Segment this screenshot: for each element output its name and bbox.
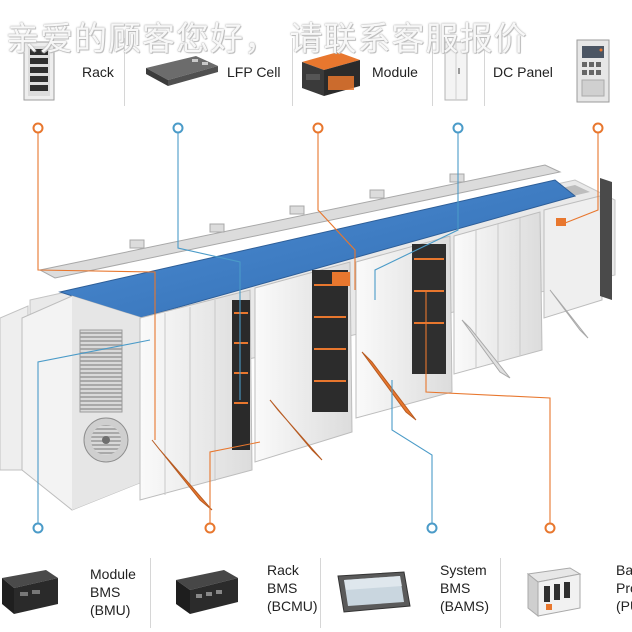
rack-group-2	[254, 261, 353, 463]
callout-marker	[172, 122, 184, 134]
callout-marker	[544, 522, 556, 534]
component-module: Module	[296, 0, 436, 108]
rack-group-3	[355, 235, 453, 421]
ceiling-cable-tray	[38, 164, 562, 279]
component-protection-unit: Ba Pro (PU	[510, 550, 632, 632]
lfp-cell-icon	[146, 56, 218, 86]
bcmu-board-icon	[176, 570, 238, 614]
callout-marker	[204, 522, 216, 534]
bottom-component-row: Module BMS (BMU) Rack BMS (BCMU) System …	[0, 550, 632, 632]
callout-marker	[452, 122, 464, 134]
component-label-system-bms-line1: System	[440, 562, 487, 578]
top-component-row: Rack LFP Cell Module	[0, 0, 632, 108]
divider	[484, 38, 485, 106]
divider	[432, 38, 433, 106]
callout-marker	[32, 122, 44, 134]
component-dc-panel: DC Panel	[488, 0, 632, 108]
component-label-dc-panel: DC Panel	[493, 64, 553, 80]
divider	[292, 38, 293, 106]
callout-markers	[32, 122, 604, 534]
dc-panel-icon	[576, 39, 610, 103]
cabinet-icon	[444, 41, 468, 101]
component-label-system-bms-line3: (BAMS)	[440, 598, 489, 614]
component-system-bms: System BMS (BAMS)	[330, 550, 500, 632]
bmu-board-icon	[2, 570, 58, 614]
rack-group-1	[139, 289, 253, 511]
component-lfp-cell: LFP Cell	[128, 0, 293, 108]
component-label-module-bms-line2: BMS	[90, 584, 121, 600]
divider	[124, 38, 125, 106]
component-label-protection-unit-line3: (PU	[616, 598, 632, 614]
component-cabinet	[436, 0, 486, 108]
callout-marker	[312, 122, 324, 134]
divider	[150, 558, 151, 628]
component-label-module-bms-line1: Module	[90, 566, 136, 582]
callout-marker	[32, 522, 44, 534]
component-label-rack-bms-line3: (BCMU)	[267, 598, 318, 614]
divider	[500, 558, 501, 628]
protection-unit-icon	[526, 567, 582, 618]
rack-group-4	[453, 211, 543, 379]
rack-cabinet-icon	[23, 41, 55, 101]
component-rack-bms: Rack BMS (BCMU)	[170, 550, 320, 632]
callout-lines	[37, 128, 599, 528]
component-label-system-bms-line2: BMS	[440, 580, 471, 596]
component-label-rack-bms-line1: Rack	[267, 562, 299, 578]
component-label-rack-bms-line2: BMS	[267, 580, 298, 596]
callout-marker	[592, 122, 604, 134]
rack-group-5	[543, 178, 612, 339]
component-rack: Rack	[0, 0, 120, 108]
component-label-lfp-cell: LFP Cell	[227, 64, 281, 80]
hvac-unit	[0, 295, 143, 511]
divider	[320, 558, 321, 628]
component-label-protection-unit-line1: Ba	[616, 562, 632, 578]
bams-touchscreen-icon	[337, 571, 411, 613]
callout-marker	[426, 522, 438, 534]
battery-module-icon	[302, 52, 360, 96]
battery-container-diagram	[0, 122, 616, 534]
component-label-module-bms-line3: (BMU)	[90, 602, 131, 618]
component-label-protection-unit-line2: Pro	[616, 580, 632, 596]
component-label-module: Module	[372, 64, 418, 80]
component-module-bms: Module BMS (BMU)	[0, 550, 150, 632]
component-label-rack: Rack	[82, 64, 114, 80]
